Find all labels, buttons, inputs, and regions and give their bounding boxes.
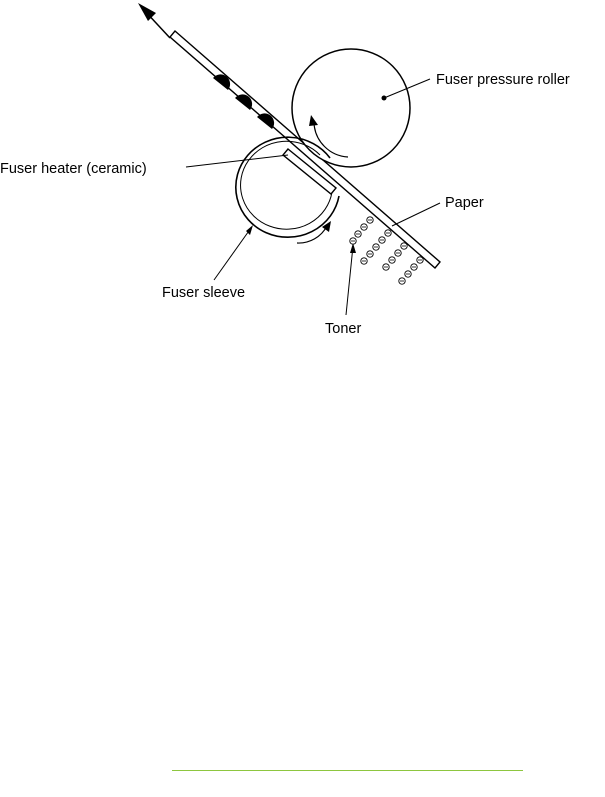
label-toner: Toner: [325, 321, 361, 337]
fuser-heater: [282, 148, 337, 195]
paper-direction-arrow: [138, 3, 171, 39]
leader-toner: [345, 245, 354, 316]
leader-sleeve: [213, 227, 252, 281]
leader-heater: [185, 154, 289, 168]
footer-rule: [172, 770, 523, 771]
paper-sheet: [169, 30, 441, 269]
fuser-sleeve: [235, 136, 340, 244]
fused-toner-dots: [213, 74, 275, 129]
label-sleeve: Fuser sleeve: [162, 285, 245, 301]
label-pressure-roller: Fuser pressure roller: [436, 72, 570, 88]
leader-pressure-roller: [383, 78, 431, 99]
label-heater: Fuser heater (ceramic): [0, 161, 147, 177]
leader-paper: [391, 202, 441, 227]
unfused-toner-particles: [349, 216, 424, 285]
label-paper: Paper: [445, 195, 484, 211]
fuser-pressure-roller: [291, 48, 411, 168]
leader-lines: [185, 78, 441, 316]
